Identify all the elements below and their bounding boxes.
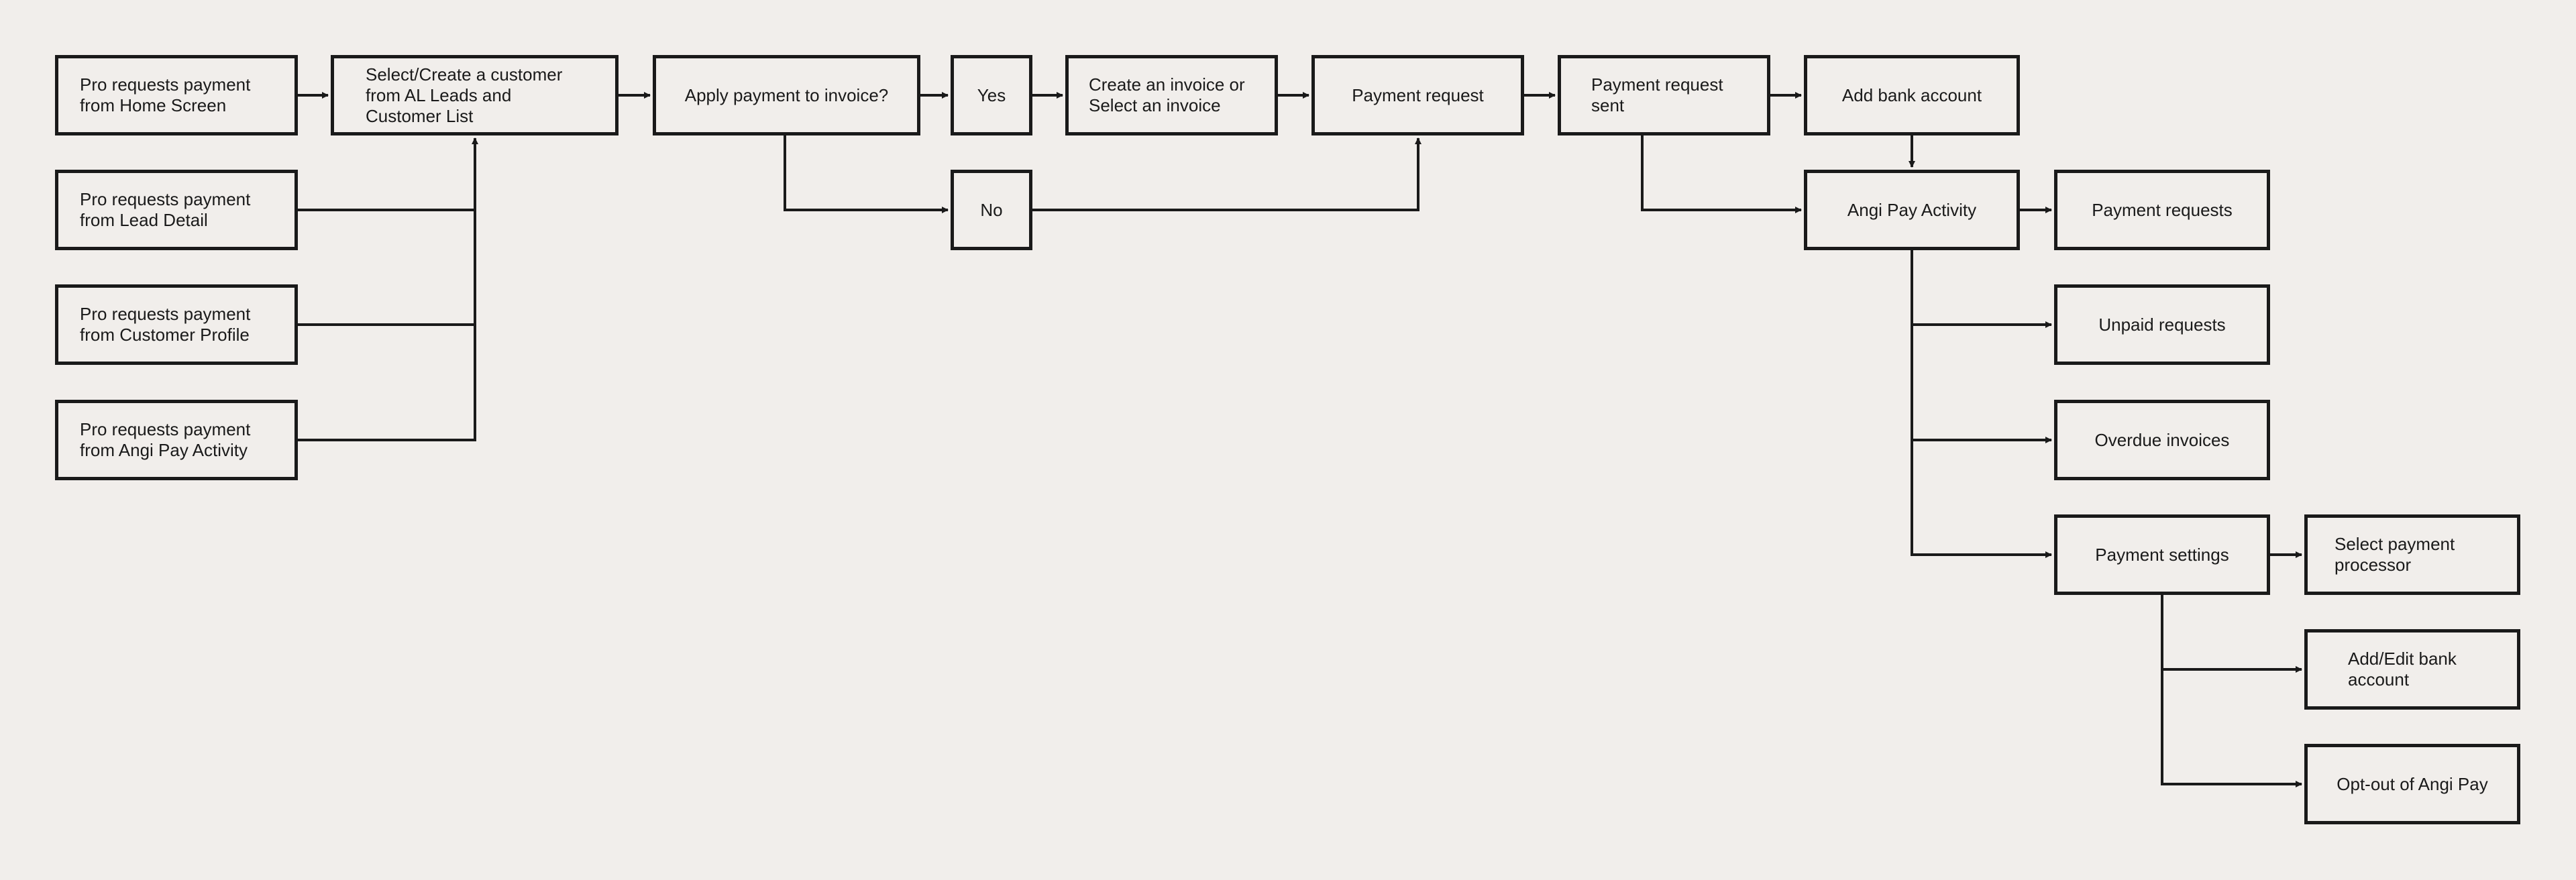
- node-apply-payment: Apply payment to invoice?: [653, 55, 920, 135]
- edge-sent-to-activity: [1641, 135, 1802, 213]
- edge-settings-to-bank-edit: [2161, 595, 2302, 673]
- node-add-bank: Add bank account: [1804, 55, 2020, 135]
- edge-no-to-request: [1032, 138, 1421, 211]
- node-overdue-invoices: Overdue invoices: [2054, 400, 2270, 480]
- edge-trunk-to-settings: [1911, 440, 2052, 558]
- node-unpaid-requests: Unpaid requests: [2054, 284, 2270, 365]
- node-payment-request-sent: Payment request sent: [1558, 55, 1770, 135]
- edge-apply-to-no: [784, 135, 949, 213]
- node-create-invoice: Create an invoice or Select an invoice: [1065, 55, 1278, 135]
- edge-angi-to-trunk: [298, 138, 478, 441]
- node-select-processor: Select payment processor: [2304, 514, 2520, 595]
- node-opt-out: Opt-out of Angi Pay: [2304, 744, 2520, 824]
- node-no: No: [951, 170, 1032, 250]
- edge-trunk-to-overdue: [1911, 325, 2052, 443]
- node-add-edit-bank: Add/Edit bank account: [2304, 629, 2520, 710]
- node-pro-home: Pro requests payment from Home Screen: [55, 55, 298, 135]
- node-yes: Yes: [951, 55, 1032, 135]
- node-pro-customer: Pro requests payment from Customer Profi…: [55, 284, 298, 365]
- edge-activity-to-unpaid: [1911, 250, 2052, 328]
- node-payment-settings: Payment settings: [2054, 514, 2270, 595]
- node-pro-angi: Pro requests payment from Angi Pay Activ…: [55, 400, 298, 480]
- node-select-customer: Select/Create a customer from AL Leads a…: [331, 55, 619, 135]
- node-angi-activity: Angi Pay Activity: [1804, 170, 2020, 250]
- node-payment-request: Payment request: [1311, 55, 1524, 135]
- node-pro-lead: Pro requests payment from Lead Detail: [55, 170, 298, 250]
- edge-trunk-to-optout: [2161, 669, 2302, 787]
- node-payment-requests: Payment requests: [2054, 170, 2270, 250]
